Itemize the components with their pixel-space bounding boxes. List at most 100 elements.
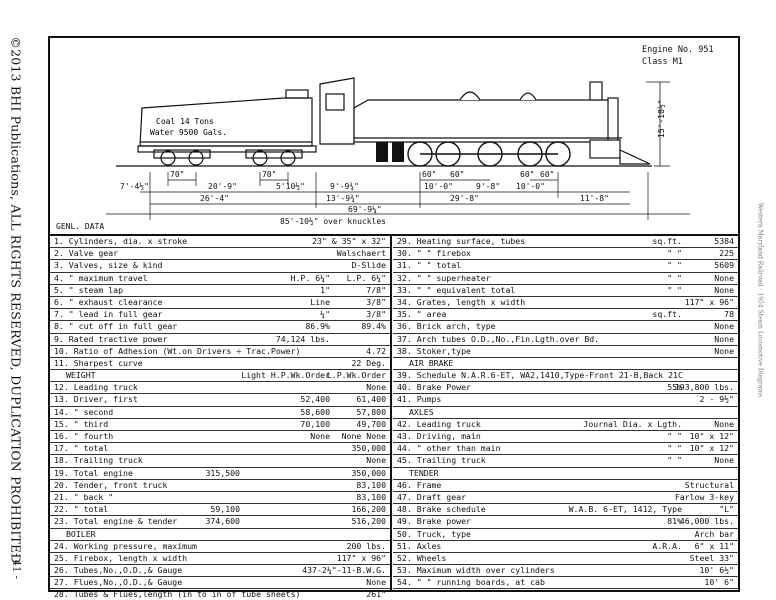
spec-row: 21. " back " 83,100 [50,491,390,505]
spec-label: 16. " fourth [54,431,114,441]
spec-value: 350,000 [351,443,386,454]
spec-value: " " [667,455,682,466]
spec-label: WEIGHT [66,370,96,381]
general-data-label: GENL. DATA [56,222,105,231]
spec-label: 49. Brake power [397,516,471,527]
dim-60-c: 60" [520,170,534,179]
dim-10-0-a: 10'-0" [424,182,453,191]
spec-row: 17. " total 350,000 [50,443,390,456]
spec-value: Journal Dia. x Lgth. [583,418,682,429]
spec-row: 44. " other than main" "10" x 12" [393,443,738,456]
spec-label: 13. Driver, first [54,394,138,405]
spec-label: 22. " total [54,504,109,515]
spec-value: " " [667,284,682,295]
dim-5-10: 5'10½" [276,181,305,191]
spec-value: Structural [684,479,734,490]
spec-value: 83,100 [356,479,386,490]
spec-value: 261" [366,589,386,600]
spec-label: 33. " " equivalent total [397,284,516,295]
spec-value: 5609 [714,260,734,271]
spec-label: 26. Tubes,No.,O.D.,& Gauge [54,565,183,576]
dim-7-4: 7'-4½" [120,181,149,191]
spec-row: 37. Arch tubes O.D.,No.,Fin.Lgth.over Bd… [393,334,738,346]
spec-label: 21. " back " [54,491,114,502]
spec-value: 86.9% [305,321,330,332]
right-margin: Western Maryland Railroad · 1954 Steam L… [744,0,776,600]
dim-29-8: 29'-8" [450,194,479,203]
spec-label: 24. Working pressure, maximum [54,540,197,551]
spec-value: None [366,577,386,588]
spec-label: TENDER [409,467,439,478]
spec-value: sq.ft. [652,309,682,320]
diagram-sheet: Coal 14 Tons Water 9500 Gals. [48,36,740,599]
spec-value: 23" & 35" x 32" [312,236,386,246]
spec-label: BOILER [66,528,96,539]
tender-water-label: Water 9500 Gals. [150,128,227,137]
locomotive-elevation: Coal 14 Tons Water 9500 Gals. [106,77,690,226]
spec-label: 3. Valves, size & kind [54,260,163,271]
dim-9-8: 9'-8" [476,182,500,191]
spec-value: 10" x 12" [689,431,734,441]
spec-label: 41. Pumps [397,394,442,405]
spec-label: 19. Total engine [54,467,133,478]
spec-value: ¼" [320,309,330,320]
spec-value: 3/8" [366,296,386,307]
dim-70-a: 70" [170,170,184,179]
dim-60-d: 60" [540,170,554,179]
spec-value: 70,100 [300,418,330,429]
spec-label: 18. Trailing truck [54,455,143,466]
spec-value: None [714,284,734,295]
spec-label: 17. " total [54,443,109,454]
spec-label: 40. Brake Power [397,382,471,393]
spec-value: L.P.Wk.Order [326,370,386,381]
spec-value: None [366,455,386,466]
engine-class: Class M1 [642,57,683,67]
spec-label: 36. Brick arch, type [397,321,496,332]
dim-9-9: 9'-9¾" [330,182,359,191]
spec-value: 166,200 [351,504,386,515]
spec-label: 15. " third [54,418,109,429]
spec-value: H.P. 6¼" [290,272,330,283]
spec-value: 74,124 lbs. [275,333,330,344]
spec-label: 12. Leading truck [54,382,138,393]
spec-label: 45. Trailing truck [397,455,486,466]
left-margin: ©2013 BHI Publications, ALL RIGHTS RESER… [0,0,32,600]
spec-value: W.A.B. 6-ET, 1412, Type [568,504,682,515]
spec-row: 28. Tubes & Flues,length (in to in of tu… [50,589,390,600]
spec-value: None [714,418,734,429]
spec-label: 52. Wheels [397,552,447,563]
spec-value: None [714,455,734,466]
spec-label: 34. Grates, length x width [397,296,526,307]
right-margin-caption: Western Maryland Railroad · 1954 Steam L… [756,202,764,398]
spec-row: AIR BRAKE [393,357,738,371]
spec-label: 25. Firebox, length x width [54,552,188,563]
spec-label: AIR BRAKE [409,357,454,368]
spec-value: 83,100 [356,491,386,502]
spec-value: 10' 6½" [699,565,734,576]
spec-row: 33. " " equivalent total " " None [393,285,738,297]
spec-value: None None [341,431,386,441]
spec-label: 43. Driving, main [397,431,481,441]
spec-value: 52,400 [300,394,330,405]
spec-value: None [310,431,330,441]
spec-label: 48. Brake schedule [397,504,486,515]
spec-row: 39. Schedule N.A.R.6-ET, WA2,1410,Type-F… [393,370,738,383]
spec-value: 22 Deg. [351,357,386,368]
